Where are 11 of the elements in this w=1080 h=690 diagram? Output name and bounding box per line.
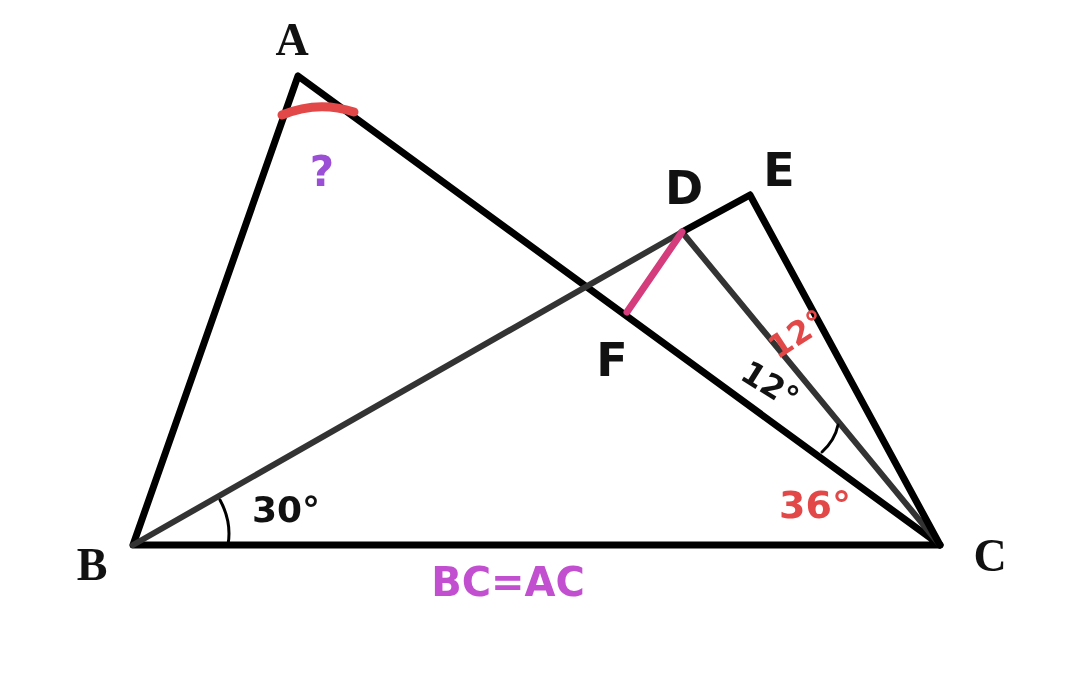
equation-label: BC=AC: [431, 562, 585, 602]
point-label: C: [973, 533, 1007, 579]
angle-label: 30°: [251, 492, 321, 528]
angle-label: 12°: [762, 304, 832, 364]
question-mark: ?: [309, 151, 335, 193]
point-label: B: [76, 542, 108, 588]
point-label: D: [664, 165, 704, 211]
point-label: F: [596, 337, 628, 383]
point-label: E: [763, 147, 795, 193]
point-label: A: [275, 17, 309, 63]
angle-label: 36°: [779, 486, 851, 524]
